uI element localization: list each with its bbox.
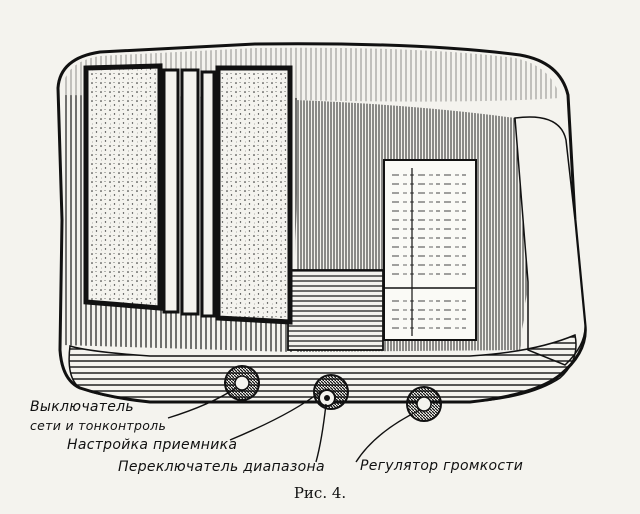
power-tone-knob <box>224 365 260 401</box>
tuning-scale <box>383 159 477 341</box>
leader-line-band-switch <box>315 403 327 463</box>
leader-line-volume <box>355 409 421 463</box>
band-switch-knob <box>313 374 349 410</box>
leader-line-power-switch <box>167 387 237 419</box>
label-power-switch-line1: Выключатель <box>30 399 134 415</box>
speaker-grille <box>83 63 293 325</box>
leader-line-tuning <box>229 391 321 441</box>
leader-lines <box>167 387 421 463</box>
figure-caption: Рис. 4. <box>293 484 347 502</box>
label-band-switch: Переключатель диапазона <box>118 459 325 475</box>
label-volume: Регулятор громкости <box>360 458 524 474</box>
label-power-switch-line2: сети и тонконтроль <box>30 418 167 433</box>
volume-knob <box>406 386 442 422</box>
label-tuning: Настройка приемника <box>67 437 238 453</box>
